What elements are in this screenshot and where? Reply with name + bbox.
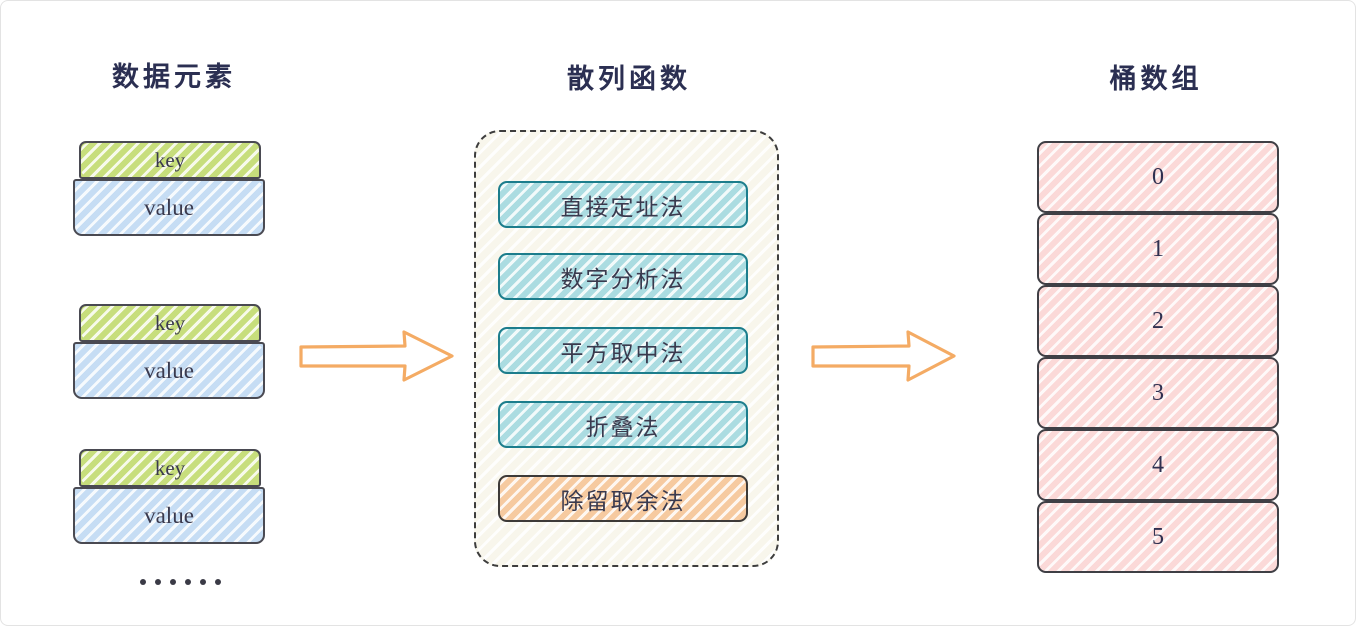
arrow-hash-to-buckets-icon (811, 330, 956, 382)
column-title-hash-function: 散列函数 (567, 64, 691, 94)
value-label-3: value (144, 502, 194, 528)
bucket-index-3: 3 (1152, 379, 1164, 406)
method-label-direct-addressing: 直接定址法 (560, 194, 686, 220)
method-label-mid-square: 平方取中法 (560, 340, 686, 366)
method-box-folding[interactable]: 折叠法 (498, 401, 748, 448)
bucket-index-4: 4 (1152, 451, 1164, 478)
bucket-cell-3[interactable]: 3 (1037, 357, 1279, 429)
key-label-2: key (154, 310, 186, 335)
value-box-1: value (73, 179, 265, 236)
method-label-folding: 折叠法 (585, 414, 661, 440)
bucket-cell-4[interactable]: 4 (1037, 429, 1279, 501)
method-label-digit-analysis: 数字分析法 (560, 266, 686, 292)
value-label-1: value (144, 194, 194, 220)
ellipsis-dot (185, 579, 191, 585)
value-box-3: value (73, 487, 265, 544)
key-label-1: key (154, 147, 186, 172)
arrow-data-to-hash-icon (299, 330, 454, 382)
method-box-modulo[interactable]: 除留取余法 (498, 475, 748, 522)
bucket-cell-2[interactable]: 2 (1037, 285, 1279, 357)
ellipsis-dot (140, 579, 146, 585)
ellipsis-dot (170, 579, 176, 585)
bucket-cell-0[interactable]: 0 (1037, 141, 1279, 213)
bucket-index-5: 5 (1152, 523, 1164, 550)
bucket-index-1: 1 (1152, 235, 1164, 262)
ellipsis-dot (155, 579, 161, 585)
ellipsis-dot (200, 579, 206, 585)
key-box-3: key (79, 449, 261, 487)
column-title-data-elements: 数据元素 (112, 62, 236, 92)
key-box-2: key (79, 304, 261, 342)
ellipsis-indicator (140, 579, 221, 585)
method-box-direct-addressing[interactable]: 直接定址法 (498, 181, 748, 228)
key-label-3: key (154, 455, 186, 480)
value-label-2: value (144, 357, 194, 383)
key-box-1: key (79, 141, 261, 179)
method-label-modulo: 除留取余法 (560, 488, 686, 514)
method-box-digit-analysis[interactable]: 数字分析法 (498, 253, 748, 300)
bucket-index-2: 2 (1152, 307, 1164, 334)
column-title-bucket-array: 桶数组 (1109, 64, 1203, 94)
bucket-index-0: 0 (1152, 163, 1164, 190)
ellipsis-dot (215, 579, 221, 585)
bucket-cell-1[interactable]: 1 (1037, 213, 1279, 285)
bucket-cell-5[interactable]: 5 (1037, 501, 1279, 573)
method-box-mid-square[interactable]: 平方取中法 (498, 327, 748, 374)
value-box-2: value (73, 342, 265, 399)
